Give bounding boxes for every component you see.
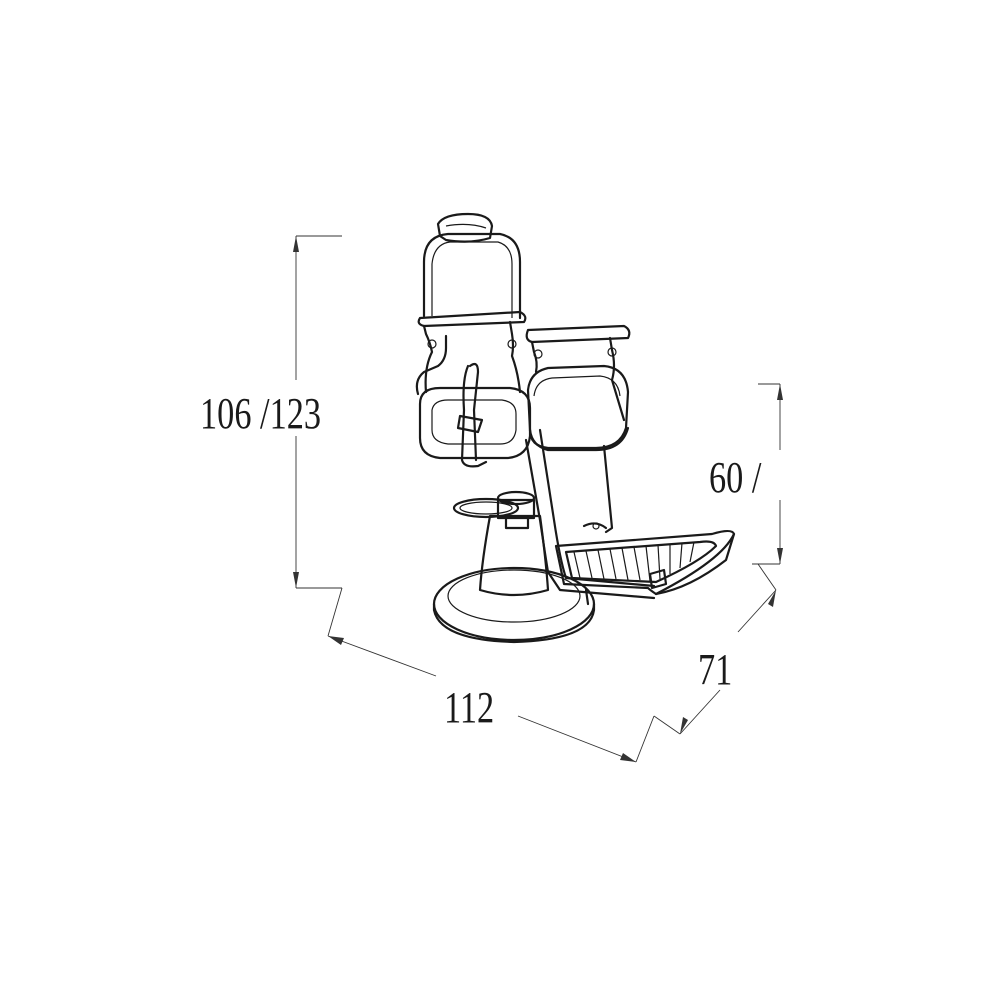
- chair-foot-ring: [452, 497, 520, 519]
- barber-chair-icon: [415, 212, 736, 644]
- width-dimension: [327, 635, 655, 763]
- chair-armrest-right: [525, 324, 631, 422]
- depth-dimension-label: 71: [698, 645, 733, 694]
- arrow-up-icon: [777, 384, 783, 400]
- arrow-down-icon: [680, 717, 688, 734]
- arrow-up-icon: [293, 236, 299, 252]
- chair-footrest: [554, 522, 736, 606]
- arrow-left-icon: [328, 636, 344, 645]
- chair-side-frame: [524, 428, 656, 600]
- chair-seat: [526, 364, 630, 452]
- chair-armrest-left: [417, 310, 527, 394]
- chair-pump-lever: [460, 362, 488, 468]
- chair-seat-front: [418, 386, 532, 460]
- seat-height-dimension: [752, 383, 783, 591]
- seat-height-dimension-label: 60 /: [709, 453, 762, 502]
- depth-dimension: [653, 589, 777, 735]
- height-dimension: [293, 235, 343, 637]
- chair-base: [432, 566, 596, 644]
- chair-headrest: [436, 212, 494, 243]
- arrow-right-icon: [620, 753, 636, 762]
- arrow-down-icon: [777, 548, 783, 564]
- height-dimension-label: 106 /123: [200, 389, 322, 438]
- arrow-down-icon: [293, 572, 299, 588]
- dimension-lines: [293, 235, 783, 763]
- arrow-up-icon: [768, 590, 776, 607]
- width-dimension-label: 112: [444, 683, 495, 732]
